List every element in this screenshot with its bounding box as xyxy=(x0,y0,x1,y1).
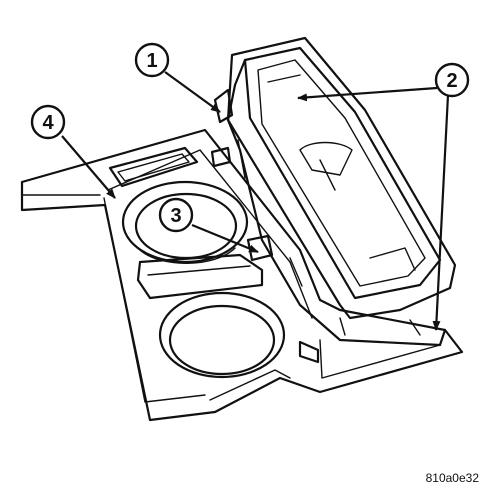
release-tab xyxy=(213,88,234,124)
leader-line-3 xyxy=(191,223,259,254)
bezel-slot xyxy=(108,146,199,188)
console-bezel xyxy=(20,128,464,422)
callout-4: 4 xyxy=(30,104,66,140)
cup-holder-divider xyxy=(136,253,264,300)
callout-3: 3 xyxy=(158,197,194,233)
callout-2: 2 xyxy=(434,62,470,98)
callout-3-label: 3 xyxy=(170,205,181,227)
callout-2-label: 2 xyxy=(446,70,457,92)
leader-line-1 xyxy=(164,71,221,113)
figure-code: 810a0e32 xyxy=(425,471,479,485)
callout-4-label: 4 xyxy=(42,112,54,134)
leader-line-2b xyxy=(432,94,450,331)
callout-1-label: 1 xyxy=(146,50,157,72)
callout-1: 1 xyxy=(134,42,170,78)
storage-bin xyxy=(210,36,457,364)
retaining-tab xyxy=(246,234,274,262)
leader-line-2a xyxy=(297,86,438,102)
cup-holder-lower xyxy=(158,291,286,379)
leader-line-4 xyxy=(61,135,116,199)
